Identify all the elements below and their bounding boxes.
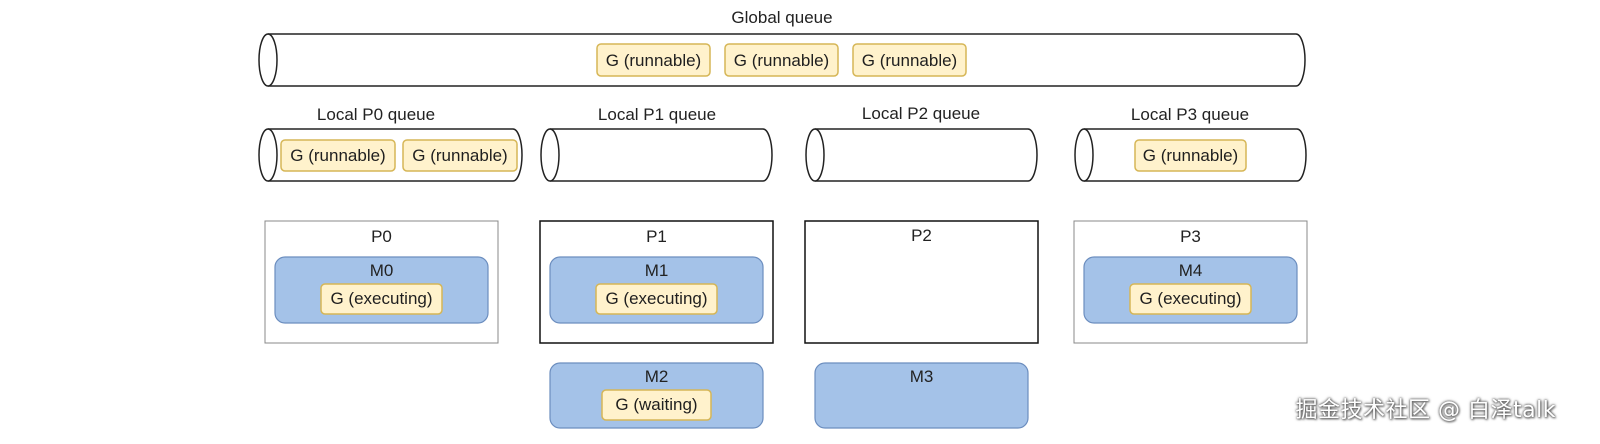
local-p3-queue-title: Local P3 queue: [1131, 105, 1249, 124]
machine-label: M4: [1179, 261, 1203, 280]
svg-text:G (runnable): G (runnable): [412, 146, 507, 165]
watermark-text: 掘金技术社区 @ 白泽talk: [1295, 398, 1556, 423]
local-p2-queue-title: Local P2 queue: [862, 104, 980, 123]
goroutine-executing: G (executing): [320, 283, 443, 315]
goroutine-runnable: G (runnable): [852, 43, 967, 77]
global-queue-title: Global queue: [731, 8, 832, 27]
local-p2-queue-cylinder: [805, 128, 1038, 182]
machine-m1: M1 G (executing): [549, 256, 764, 324]
svg-text:G (executing): G (executing): [605, 289, 707, 308]
svg-text:G (runnable): G (runnable): [1143, 146, 1238, 165]
svg-text:G (executing): G (executing): [1139, 289, 1241, 308]
goroutine-runnable: G (runnable): [596, 43, 711, 77]
local-p1-queue-cylinder: [540, 128, 773, 182]
local-p0-queue-title: Local P0 queue: [317, 105, 435, 124]
machine-label: M0: [370, 261, 394, 280]
goroutine-runnable: G (runnable): [1134, 139, 1247, 172]
goroutine-runnable: G (runnable): [280, 139, 396, 172]
processor-label: P0: [371, 227, 392, 246]
svg-text:G (runnable): G (runnable): [606, 51, 701, 70]
goroutine-executing: G (executing): [1129, 283, 1252, 315]
goroutine-runnable: G (runnable): [402, 139, 518, 172]
svg-text:G (runnable): G (runnable): [290, 146, 385, 165]
svg-text:G (executing): G (executing): [330, 289, 432, 308]
machine-label: M2: [645, 367, 669, 386]
processor-p2: P2: [804, 220, 1039, 344]
svg-text:G (waiting): G (waiting): [615, 395, 697, 414]
processor-label: P3: [1180, 227, 1201, 246]
goroutine-waiting: G (waiting): [601, 389, 712, 421]
svg-text:G (runnable): G (runnable): [862, 51, 957, 70]
local-p1-queue-title: Local P1 queue: [598, 105, 716, 124]
machine-m3: M3: [814, 362, 1029, 429]
machine-m0: M0 G (executing): [274, 256, 489, 324]
machine-label: M3: [910, 367, 934, 386]
goroutine-executing: G (executing): [595, 283, 718, 315]
machine-m4: M4 G (executing): [1083, 256, 1298, 324]
machine-m2: M2 G (waiting): [549, 362, 764, 429]
svg-text:G (runnable): G (runnable): [734, 51, 829, 70]
processor-label: P2: [911, 226, 932, 245]
goroutine-runnable: G (runnable): [724, 43, 839, 77]
machine-label: M1: [645, 261, 669, 280]
processor-label: P1: [646, 227, 667, 246]
